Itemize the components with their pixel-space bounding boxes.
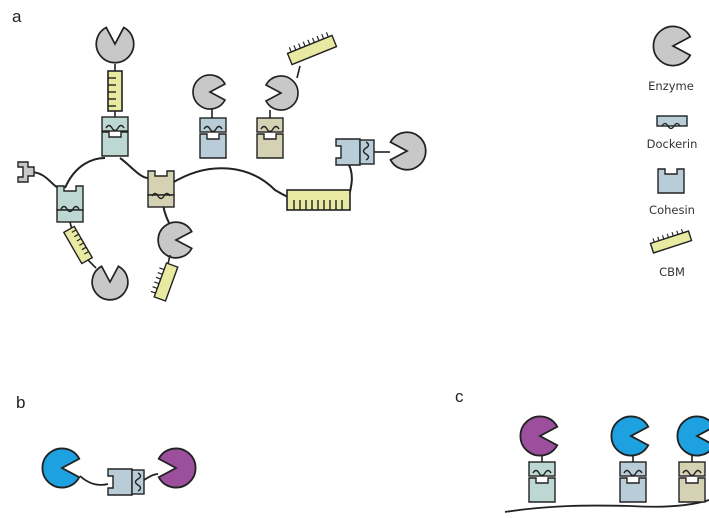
legend-cbm-label: CBM [659,265,685,279]
panel-b-purple-enzyme [157,447,197,489]
panel-b-complex [41,447,197,496]
scaffold-end-dockerin [17,161,35,183]
legend-dockerin-label: Dockerin [647,137,698,151]
scaffold-cbm [286,189,351,211]
panel-c-blue-enzyme-2 [676,415,709,457]
legend-enzyme-icon [652,25,692,67]
module-enzyme-2 [192,74,227,159]
module-enzyme-4 [335,131,427,171]
legend: Enzyme Dockerin Cohesin CBM [647,25,698,279]
legend-enzyme-label: Enzyme [648,79,694,93]
panel-label-b: b [16,393,25,412]
panel-c-complex [504,415,709,513]
module-enzyme-top [95,26,135,157]
panel-c-blue-enzyme-1 [610,415,650,457]
module-enzyme-5 [56,185,129,301]
panel-label-c: c [455,387,464,406]
legend-cbm-icon [649,228,693,254]
legend-cohesin-label: Cohesin [649,203,695,217]
legend-cohesin-icon [657,168,685,194]
panel-b-blue-enzyme [41,447,81,489]
legend-dockerin-icon [656,115,688,130]
panel-c-purple-enzyme [519,415,559,457]
module-enzyme-6 [147,170,193,302]
panel-label-a: a [12,7,22,26]
module-enzyme-3 [256,32,338,159]
